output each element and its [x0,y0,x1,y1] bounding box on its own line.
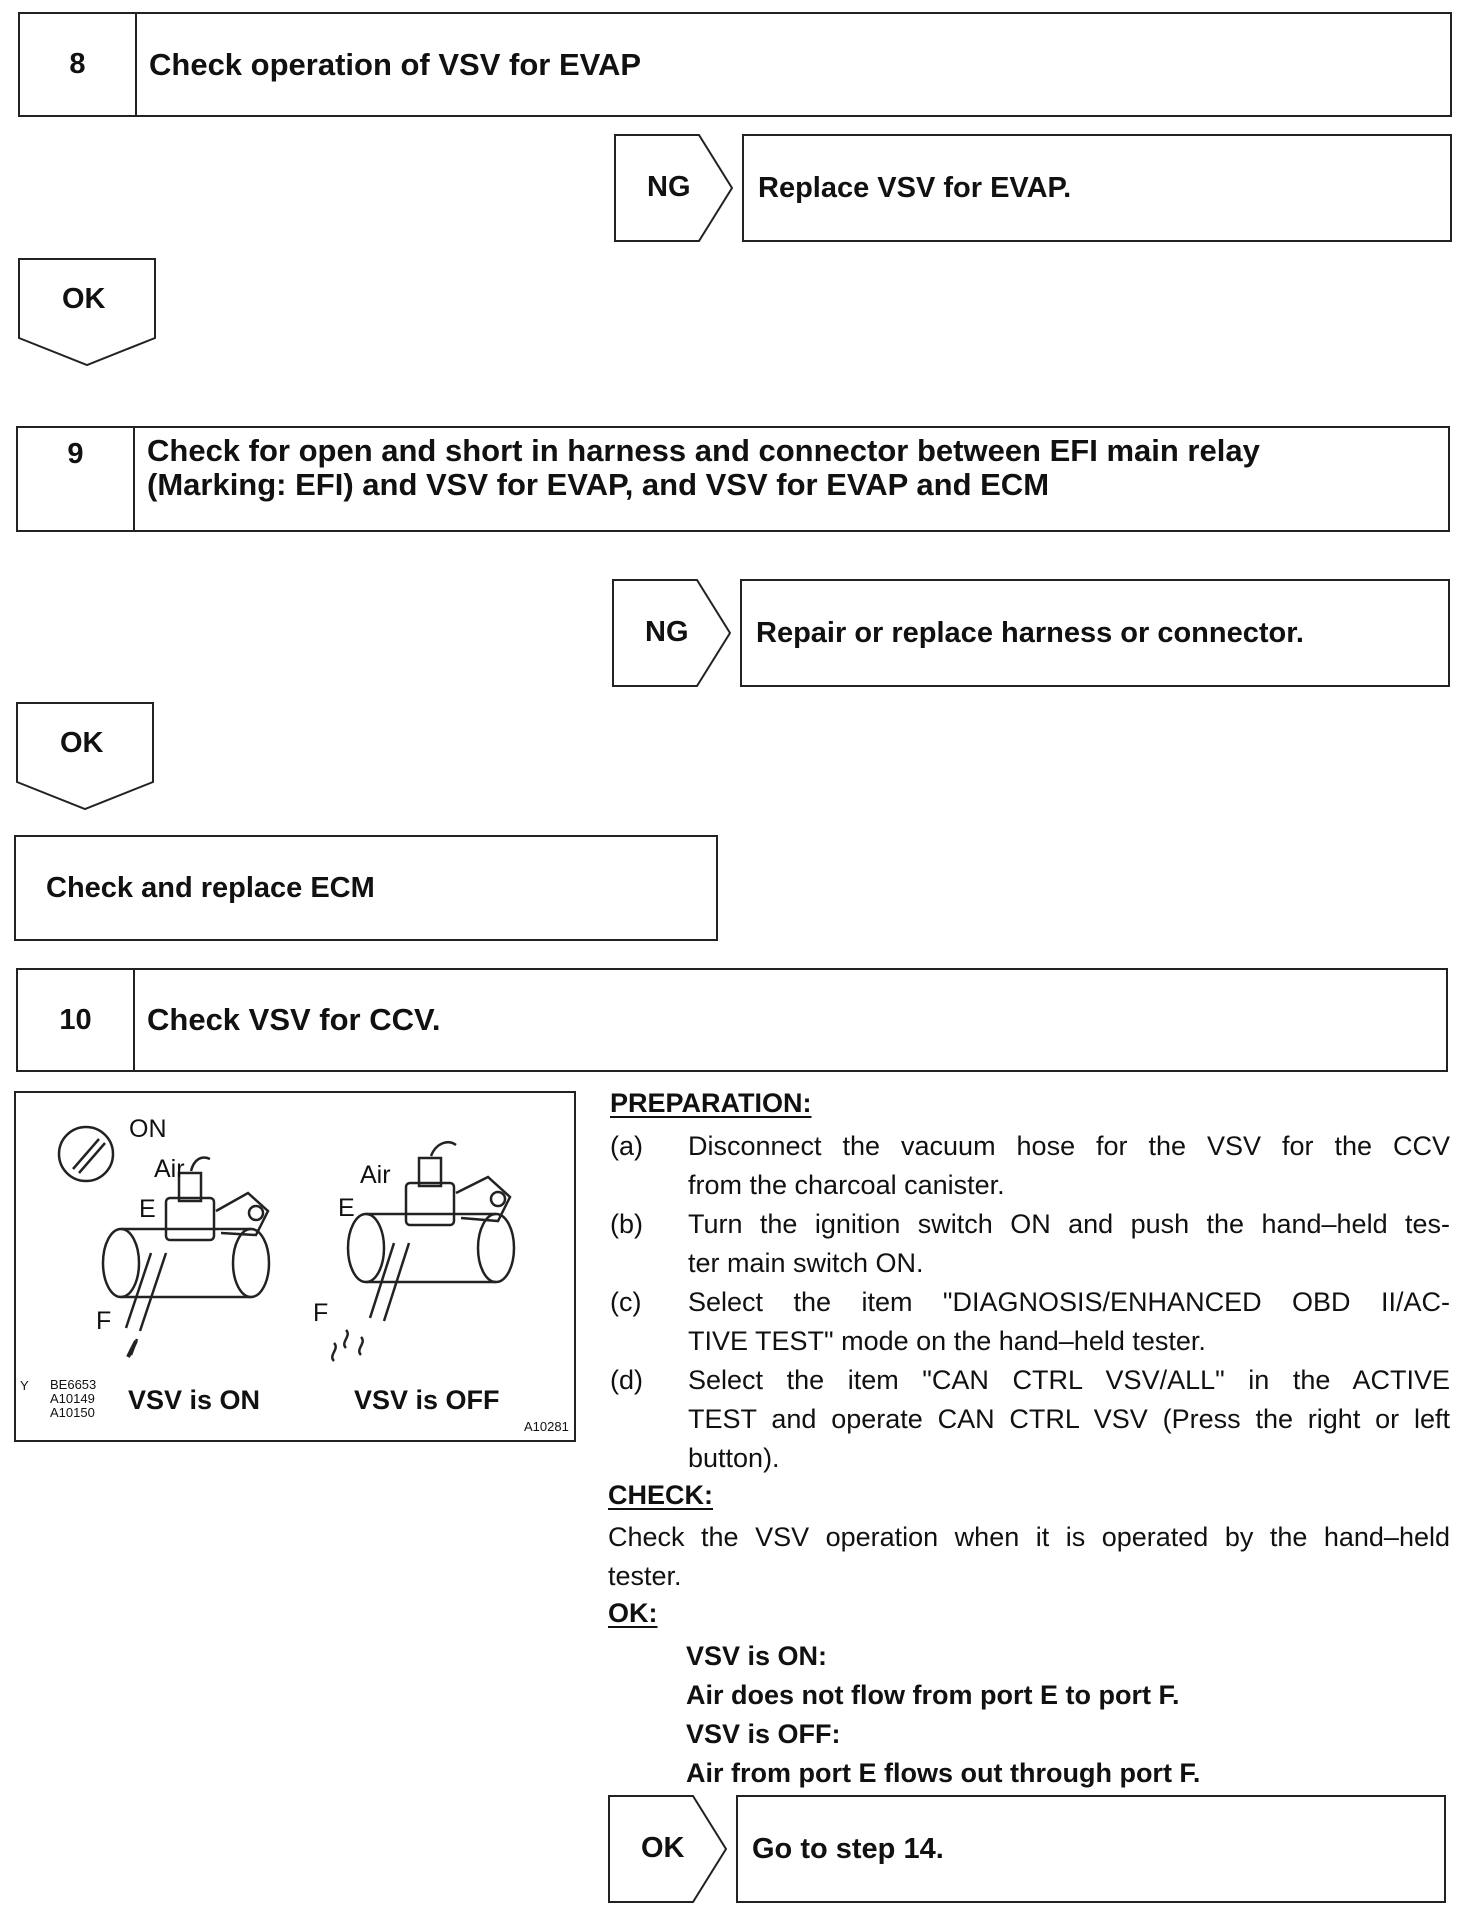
ng-result-text: Replace VSV for EVAP. [758,171,1072,204]
port-f-label-left: F [96,1307,112,1335]
ref-code: A10150 [50,1405,95,1420]
preparation-item: (c) Select the item "DIAGNOSIS/ENHANCED … [610,1283,1450,1361]
step-8-box: 8 Check operation of VSV for EVAP [18,12,1452,117]
ng-result-box: Replace VSV for EVAP. [742,134,1452,242]
figure-id: A10281 [524,1419,569,1434]
step-number: 8 [20,14,137,115]
step-10-box: 10 Check VSV for CCV. [16,968,1448,1072]
vsv-illustration [57,1125,516,1362]
item-letter: (c) [610,1287,642,1317]
port-e-label-right: E [338,1194,355,1222]
ok-arrow-badge [16,702,154,811]
ng-label: NG [645,616,689,648]
port-f-label-right: F [313,1299,329,1327]
ok-arrow-badge [18,258,156,367]
air-label-right: Air [360,1161,391,1189]
preparation-item: (b) Turn the ignition switch ON and push… [610,1205,1450,1283]
ok-spec-line: VSV is OFF: [686,1719,841,1749]
ref-code: A10149 [50,1391,95,1406]
ok-label: OK [60,727,104,759]
ng-result-box: Repair or replace harness or connector. [740,579,1450,687]
item-text: button). [688,1443,780,1473]
item-text: Turn the ignition switch ON and push the… [688,1209,1450,1239]
check-text: tester. [608,1561,682,1591]
ok-result-text: Go to step 14. [752,1832,944,1865]
step-number: 9 [18,428,135,530]
step-title: Check VSV for CCV. [147,1002,441,1037]
item-letter: (d) [610,1365,643,1395]
ok-spec-line: Air from port E flows out through port F… [686,1758,1201,1788]
ng-result-text: Repair or replace harness or connector. [756,616,1304,649]
item-text: TIVE TEST" mode on the hand–held tester. [688,1326,1206,1356]
vsv-figure: ON Air Air E E F F Y BE6653 A10149 A1015… [14,1091,576,1442]
step-number: 10 [18,970,135,1070]
ok-spec-heading: OK: [608,1598,658,1628]
step-title: Check operation of VSV for EVAP [149,46,642,82]
check-text: Check the VSV operation when it is opera… [608,1522,1450,1552]
air-label-left: Air [154,1155,185,1183]
item-letter: (a) [610,1131,643,1161]
ref-y-label: Y [20,1378,29,1393]
item-letter: (b) [610,1209,643,1239]
check-heading: CHECK: [608,1480,713,1510]
on-label: ON [129,1115,167,1143]
preparation-item: (d) Select the item "CAN CTRL VSV/ALL" i… [610,1361,1450,1478]
item-text: Select the item "CAN CTRL VSV/ALL" in th… [688,1365,1450,1395]
item-text: ter main switch ON. [688,1248,924,1278]
ok-spec-line: VSV is ON: [686,1641,828,1671]
port-e-label-left: E [139,1195,156,1223]
step-9-box: 9 Check for open and short in harness an… [16,426,1450,532]
caption-vsv-off: VSV is OFF [354,1385,500,1415]
ok-arrow-badge [608,1795,728,1903]
step-title-line: Check for open and short in harness and … [147,433,1260,468]
item-text: Disconnect the vacuum hose for the VSV f… [688,1131,1450,1161]
ecm-box: Check and replace ECM [14,835,718,941]
ok-spec-line: Air does not flow from port E to port F. [686,1680,1180,1710]
ecm-box-text: Check and replace ECM [46,871,375,904]
step-title-line: (Marking: EFI) and VSV for EVAP, and VSV… [147,467,1050,502]
item-text: from the charcoal canister. [688,1170,1005,1200]
preparation-heading: PREPARATION: [610,1088,812,1118]
ok-label: OK [62,283,106,315]
ng-arrow-badge [612,579,732,687]
ng-arrow-badge [614,134,734,242]
ref-code: BE6653 [50,1377,97,1392]
ng-label: NG [647,171,691,203]
step-title: Check for open and short in harness and … [135,428,1448,530]
caption-vsv-on: VSV is ON [128,1385,261,1415]
preparation-item: (a) Disconnect the vacuum hose for the V… [610,1127,1450,1205]
item-text: Select the item "DIAGNOSIS/ENHANCED OBD … [688,1287,1450,1317]
ok-label: OK [641,1832,685,1864]
item-text: TEST and operate CAN CTRL VSV (Press the… [688,1404,1450,1434]
ok-result-box: Go to step 14. [736,1795,1446,1903]
